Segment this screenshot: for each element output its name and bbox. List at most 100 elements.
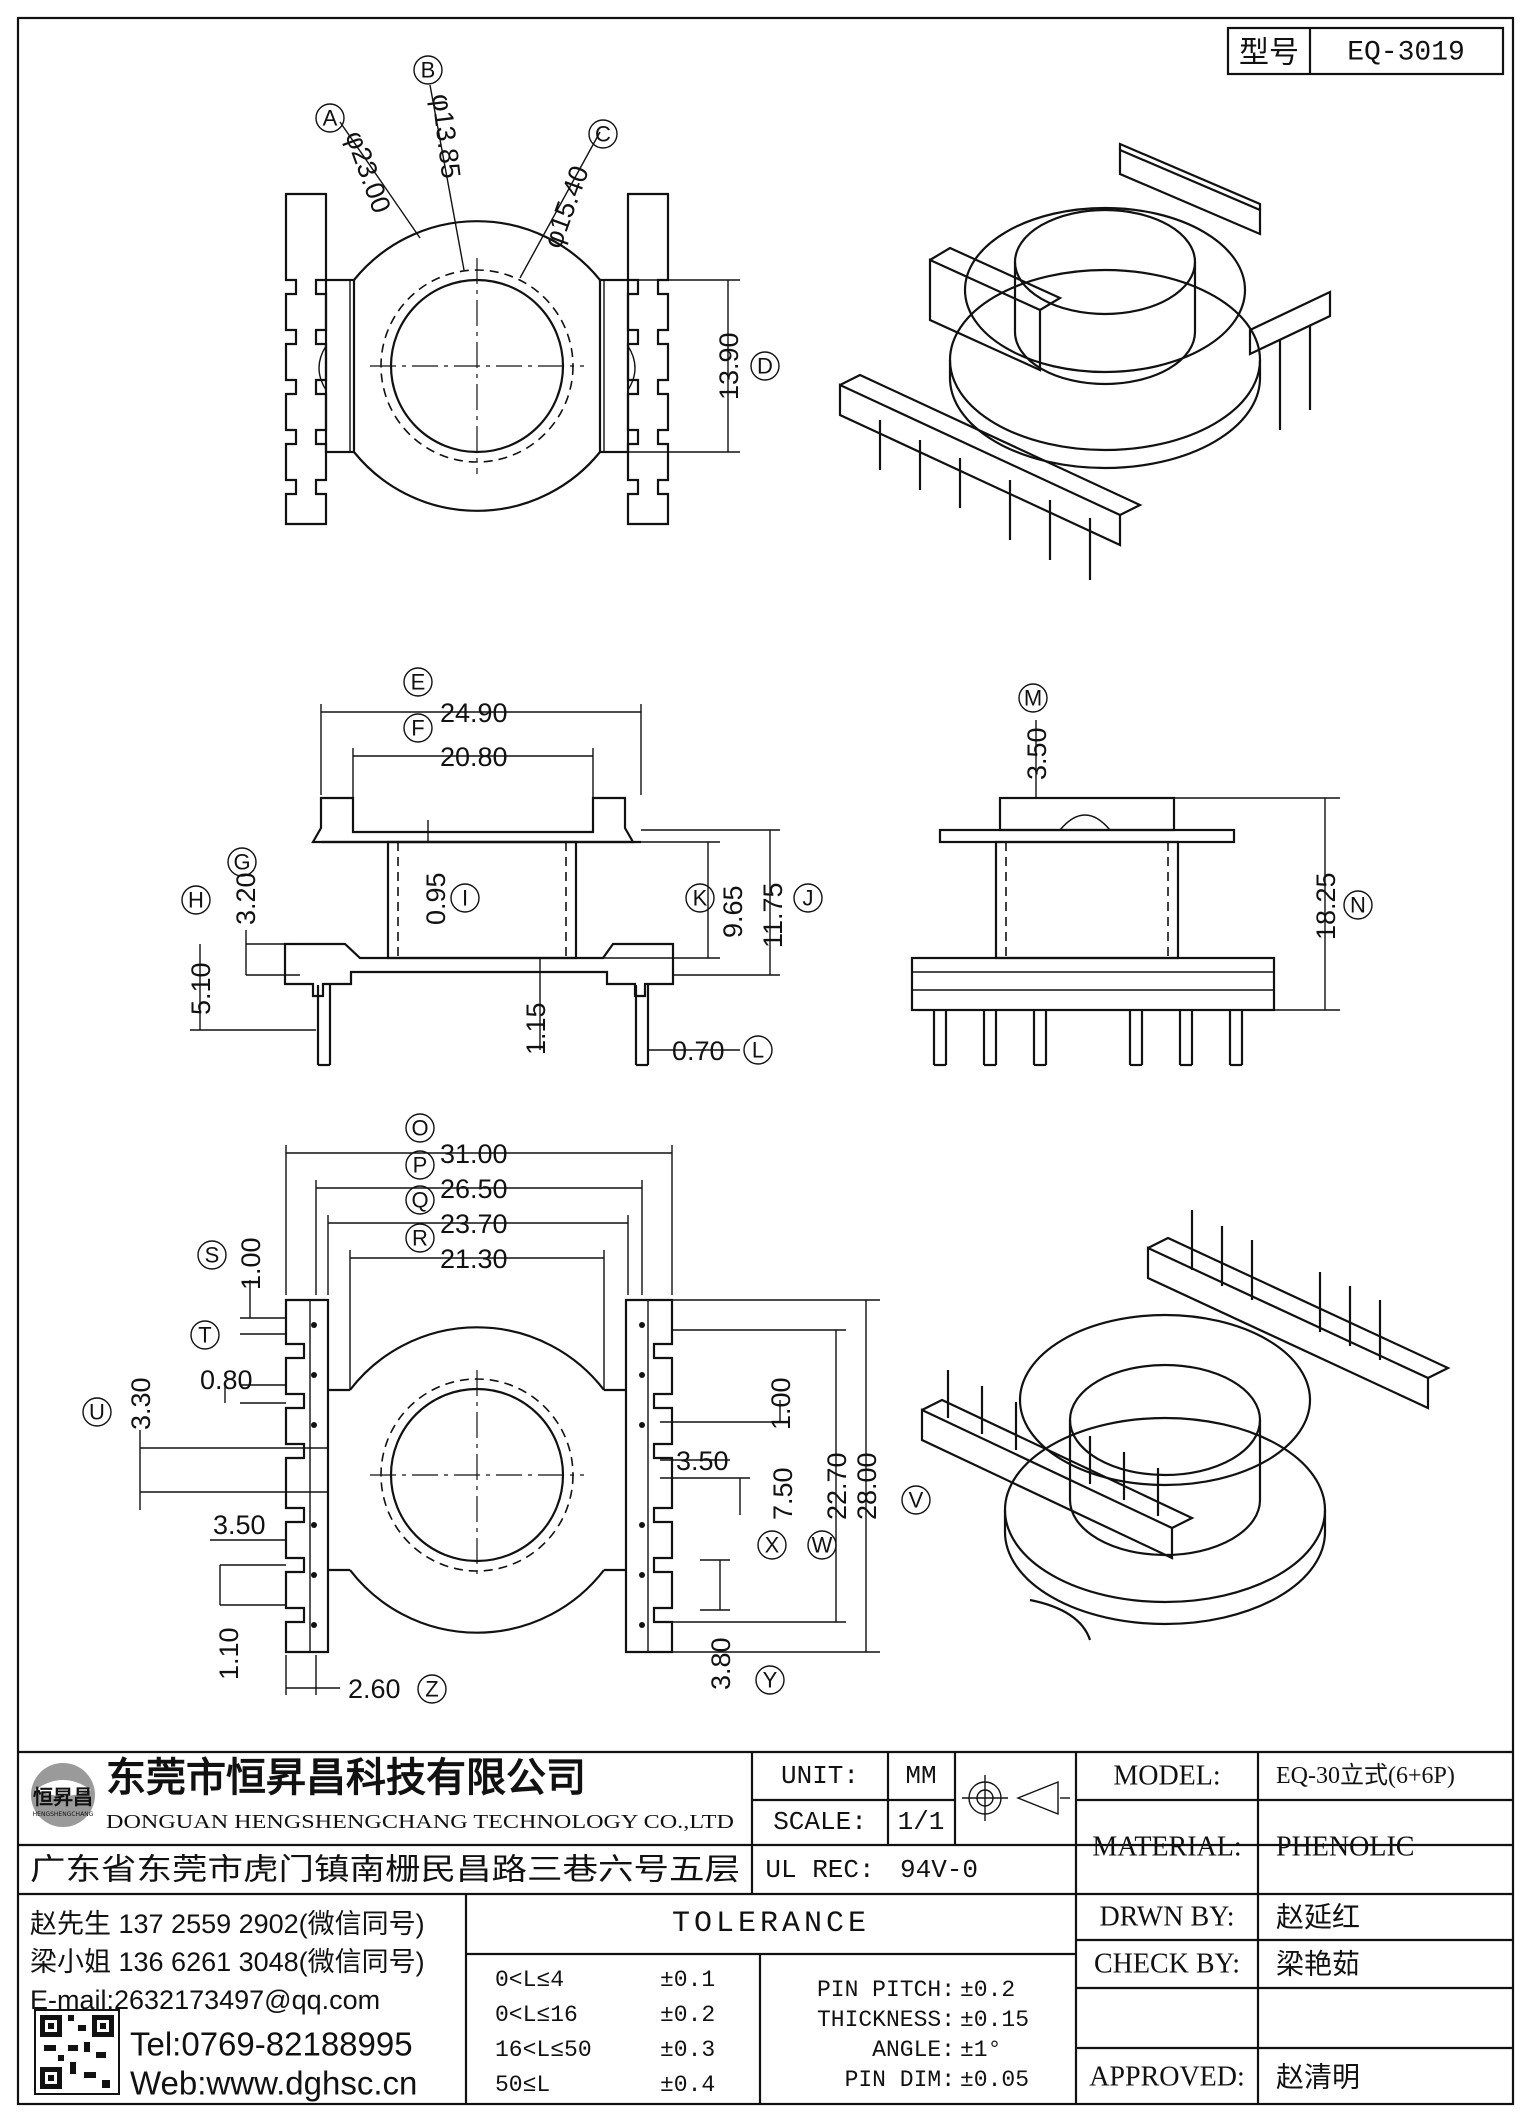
- dim-28p00-value: 28.00: [852, 1452, 882, 1520]
- svg-text:O: O: [411, 1116, 428, 1141]
- label-O: O: [405, 1113, 435, 1143]
- label-W: W: [807, 1530, 837, 1560]
- tol-pin-dim-label: PIN DIM:: [845, 2067, 955, 2093]
- svg-text:H: H: [188, 888, 204, 913]
- label-V: V: [901, 1485, 931, 1515]
- drwn-value: 赵延红: [1276, 1902, 1360, 1933]
- check-value: 梁艳茹: [1276, 1949, 1360, 1980]
- dim-U-value: 3.30: [126, 1377, 156, 1430]
- dim-1p10-value: 1.10: [214, 1627, 244, 1680]
- dim-I-value: 0.95: [421, 872, 451, 925]
- approved-label: APPROVED:: [1089, 2062, 1245, 2093]
- contact-line-1: 赵先生 137 2559 2902(微信同号): [30, 1909, 425, 1939]
- dim-C-value: φ15.40: [537, 162, 594, 252]
- label-G: G: [227, 847, 257, 877]
- dim-N-value: 18.25: [1311, 872, 1341, 940]
- label-M: M: [1018, 683, 1048, 713]
- dim-1p00-right-value: 1.00: [766, 1377, 796, 1430]
- svg-text:R: R: [412, 1226, 428, 1251]
- svg-text:L: L: [752, 1038, 764, 1063]
- dim-D-value: 13.90: [714, 332, 744, 400]
- svg-text:Y: Y: [763, 1668, 778, 1693]
- svg-text:X: X: [765, 1533, 780, 1558]
- scale-value: 1/1: [898, 1807, 945, 1837]
- svg-text:C: C: [595, 122, 611, 147]
- label-K: K: [685, 883, 715, 913]
- svg-text:W: W: [812, 1533, 833, 1558]
- tol-range-2: 16<L≤50: [495, 2037, 592, 2063]
- company-logo: 恒昇昌 HENGSHENGCHANG: [31, 1763, 95, 1827]
- right-view: [910, 720, 1340, 1067]
- dim-22p70-value: 22.70: [822, 1452, 852, 1520]
- dim-L-value: 0.70: [672, 1036, 725, 1066]
- material-value: PHENOLIC: [1276, 1832, 1414, 1863]
- dim-F-value: 20.80: [440, 742, 508, 772]
- svg-text:J: J: [803, 886, 814, 911]
- title-block: 恒昇昌 HENGSHENGCHANG: [18, 1750, 1513, 2104]
- front-view: [190, 704, 780, 1067]
- material-label: MATERIAL:: [1092, 1832, 1241, 1863]
- svg-text:P: P: [413, 1153, 428, 1178]
- svg-text:K: K: [693, 886, 708, 911]
- dim-H-value: 5.10: [186, 962, 216, 1015]
- dim-Z-value: 2.60: [348, 1674, 401, 1704]
- drwn-label: DRWN BY:: [1099, 1902, 1234, 1933]
- svg-text:S: S: [205, 1243, 220, 1268]
- contact-tel: Tel:0769-82188995: [130, 2026, 413, 2063]
- label-L: L: [743, 1035, 773, 1065]
- tol-range-1: 0<L≤16: [495, 2002, 578, 2028]
- check-label: CHECK BY:: [1094, 1949, 1240, 1980]
- top-view: [284, 84, 740, 526]
- label-E: E: [403, 667, 433, 697]
- label-Y: Y: [755, 1665, 785, 1695]
- svg-text:T: T: [198, 1323, 211, 1348]
- dim-S-value: 1.00: [236, 1237, 266, 1290]
- dim-3p50-left-value: 3.50: [213, 1510, 266, 1540]
- label-C: C: [588, 119, 618, 149]
- type-box: 型号 EQ-3019: [1226, 26, 1505, 76]
- dim-3p50-right-value: 3.50: [676, 1446, 729, 1476]
- label-R: R: [405, 1223, 435, 1253]
- label-N: N: [1343, 890, 1373, 920]
- model-value: EQ-30立式(6+6P): [1276, 1762, 1455, 1789]
- company-name-en: DONGUAN HENGSHENGCHANG TECHNOLOGY CO.,LT…: [106, 1811, 734, 1833]
- dim-Q-value: 23.70: [440, 1209, 508, 1239]
- label-P: P: [405, 1150, 435, 1180]
- company-name-cn: 东莞市恒昇昌科技有限公司: [106, 1756, 586, 1800]
- tol-value-0: ±0.1: [660, 1967, 715, 1993]
- tol-value-2: ±0.3: [660, 2037, 715, 2063]
- label-A: A: [315, 103, 345, 133]
- svg-text:HENGSHENGCHANG: HENGSHENGCHANG: [33, 1811, 94, 1818]
- label-U: U: [82, 1397, 112, 1427]
- tol-range-0: 0<L≤4: [495, 1967, 564, 1993]
- svg-text:Z: Z: [425, 1677, 438, 1702]
- type-value: EQ-3019: [1347, 38, 1465, 69]
- contact-web: Web:www.dghsc.cn: [130, 2065, 417, 2102]
- label-X: X: [757, 1530, 787, 1560]
- contact-line-2: 梁小姐 136 6261 3048(微信同号): [30, 1947, 425, 1977]
- iso-view-bottom: [920, 1210, 1451, 1641]
- tol-pin-pitch-value: ±0.2: [960, 1977, 1015, 2003]
- tol-value-1: ±0.2: [660, 2002, 715, 2028]
- svg-text:I: I: [462, 886, 468, 911]
- tolerance-title: TOLERANCE: [672, 1907, 870, 1941]
- tol-range-3: 50≤L: [495, 2072, 550, 2098]
- tol-pin-dim-value: ±0.05: [960, 2067, 1029, 2093]
- label-H: H: [181, 885, 211, 915]
- label-D: D: [750, 351, 780, 381]
- dim-T-value: 0.80: [200, 1365, 253, 1395]
- svg-text:恒昇昌: 恒昇昌: [33, 1785, 93, 1809]
- unit-value: MM: [905, 1761, 936, 1791]
- dim-G-value: 3.20: [231, 872, 261, 925]
- qr-code: [34, 2009, 120, 2095]
- dim-R-value: 21.30: [440, 1244, 508, 1274]
- svg-text:F: F: [411, 716, 424, 741]
- tol-pin-pitch-label: PIN PITCH:: [817, 1977, 955, 2003]
- svg-text:B: B: [421, 58, 436, 83]
- dim-1p15-value: 1.15: [521, 1002, 551, 1055]
- dim-O-value: 31.00: [440, 1139, 508, 1169]
- dim-M-value: 3.50: [1022, 727, 1052, 780]
- svg-text:N: N: [1350, 893, 1366, 918]
- unit-label: UNIT:: [781, 1761, 859, 1791]
- dim-A-value: φ23.00: [339, 127, 396, 217]
